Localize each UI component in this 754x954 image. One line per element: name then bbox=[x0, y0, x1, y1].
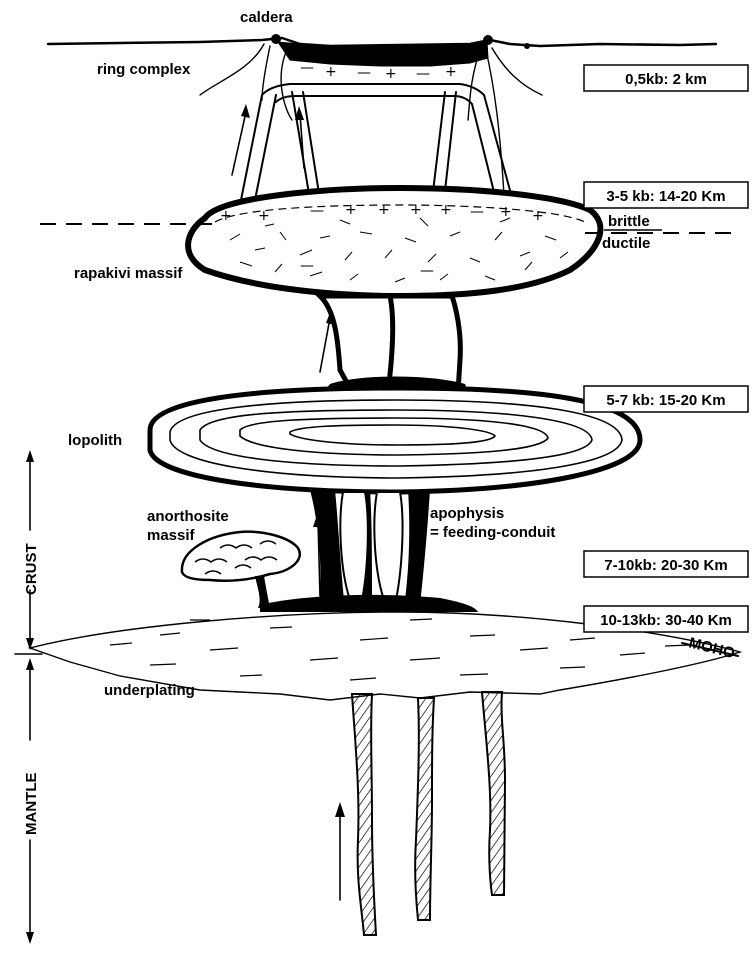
depth-box-1: 0,5kb: 2 km bbox=[584, 65, 748, 91]
depth-box-4: 7-10kb: 20-30 Km bbox=[584, 551, 748, 577]
svg-text:+: + bbox=[378, 202, 390, 218]
label-rapakivi-massif: rapakivi massif bbox=[74, 265, 183, 282]
depth-scale bbox=[15, 450, 42, 944]
lopolith bbox=[150, 388, 640, 492]
svg-text:+: + bbox=[220, 208, 232, 224]
svg-text:—: — bbox=[420, 263, 434, 279]
svg-text:—: — bbox=[300, 258, 314, 274]
svg-text:—: — bbox=[357, 65, 371, 81]
ascent-arrow-mantle bbox=[335, 802, 345, 900]
label-underplating: underplating bbox=[104, 682, 195, 699]
label-apophysis-line1: apophysis bbox=[430, 505, 504, 522]
label-ductile: ductile bbox=[602, 235, 650, 252]
svg-text:+: + bbox=[258, 208, 270, 224]
ascent-arrow-middle bbox=[320, 310, 335, 372]
label-anorthosite-line1: anorthosite bbox=[147, 508, 229, 525]
svg-text:—: — bbox=[300, 60, 314, 76]
label-crust: CRUST bbox=[23, 543, 40, 595]
svg-text:+: + bbox=[345, 202, 357, 218]
depth-box-2: 3-5 kb: 14-20 Km bbox=[584, 182, 748, 208]
anorthosite-massif bbox=[182, 532, 300, 608]
svg-text:—: — bbox=[310, 203, 324, 219]
depth-box-3: 5-7 kb: 15-20 Km bbox=[584, 386, 748, 412]
depth-box-2-label: 3-5 kb: 14-20 Km bbox=[606, 188, 725, 205]
label-lopolith: lopolith bbox=[68, 432, 122, 449]
svg-text:—: — bbox=[470, 204, 484, 220]
svg-text:+: + bbox=[325, 64, 337, 80]
svg-text:+: + bbox=[440, 202, 452, 218]
label-apophysis-line2: = feeding-conduit bbox=[430, 524, 555, 541]
depth-box-1-label: 0,5kb: 2 km bbox=[625, 71, 707, 88]
svg-text:+: + bbox=[500, 204, 512, 220]
svg-text:+: + bbox=[532, 208, 544, 224]
depth-box-5: 10-13kb: 30-40 Km bbox=[584, 606, 748, 632]
rapakivi-massif: + + — + + + + — + + — — bbox=[188, 188, 600, 296]
label-ring-complex: ring complex bbox=[97, 61, 191, 78]
svg-text:—: — bbox=[416, 66, 430, 82]
mantle-feeders bbox=[352, 692, 505, 935]
upper-feeder-dykes bbox=[320, 296, 470, 396]
label-brittle: brittle bbox=[608, 213, 650, 230]
label-mantle: MANTLE bbox=[23, 773, 40, 836]
svg-text:+: + bbox=[385, 66, 397, 82]
depth-box-5-label: 10-13kb: 30-40 Km bbox=[600, 612, 732, 629]
depth-box-4-label: 7-10kb: 20-30 Km bbox=[604, 557, 727, 574]
svg-text:+: + bbox=[410, 202, 422, 218]
depth-box-3-label: 5-7 kb: 15-20 Km bbox=[606, 392, 725, 409]
ground-surface bbox=[48, 38, 716, 46]
label-caldera: caldera bbox=[240, 9, 293, 26]
svg-text:+: + bbox=[445, 64, 457, 80]
label-anorthosite-line2: massif bbox=[147, 527, 196, 544]
